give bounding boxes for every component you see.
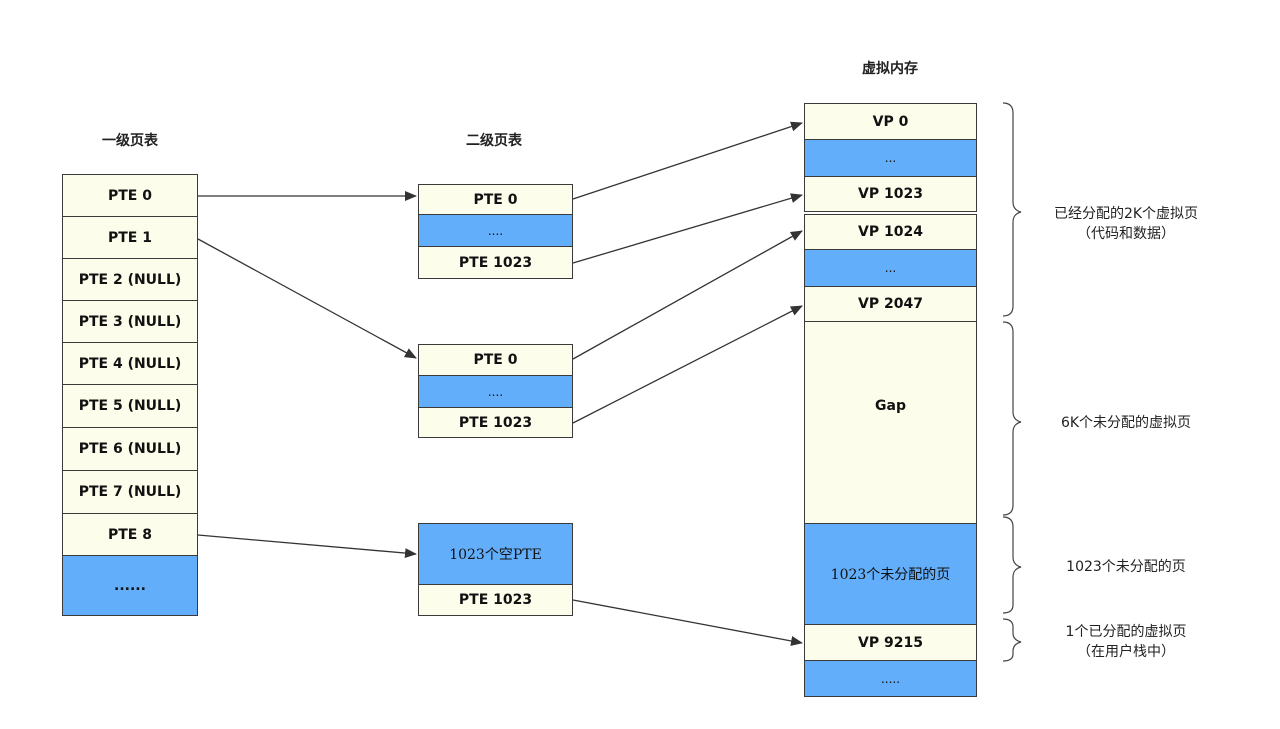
level1-entry: PTE 8 (62, 514, 198, 556)
label-allocated-2k: 已经分配的2K个虚拟页 （代码和数据） (1036, 204, 1216, 244)
vmem-page: VP 2047 (804, 287, 977, 322)
vmem-page: VP 0 (804, 103, 977, 140)
level1-entry: PTE 0 (62, 174, 198, 217)
label-unallocated-6k: 6K个未分配的虚拟页 (1060, 415, 1192, 431)
arrow-b1023-to-vp2047 (572, 305, 803, 424)
label-allocated-2k-line2: （代码和数据） (1077, 226, 1175, 242)
level2-entry: PTE 1023 (418, 585, 573, 616)
arrow-b0-to-vp1024 (572, 230, 803, 360)
vmem-title: 虚拟内存 (862, 61, 918, 77)
arrow-pte1-to-table-b (197, 238, 417, 359)
level2-entry: PTE 0 (418, 344, 573, 376)
level1-title: 一级页表 (102, 133, 158, 149)
label-allocated-1: 1个已分配的虚拟页 （在用户栈中） (1036, 622, 1216, 662)
arrow-a1023-to-vp1023 (572, 193, 803, 264)
label-allocated-2k-line1: 已经分配的2K个虚拟页 (1053, 206, 1199, 222)
level1-entry: PTE 4 (NULL) (62, 343, 198, 385)
vmem-page: VP 1023 (804, 177, 977, 212)
level2-entry: PTE 1023 (418, 247, 573, 279)
arrow-pte8-to-table-c (197, 534, 417, 559)
brace-allocated-1 (1002, 618, 1022, 662)
level1-entry: ...... (62, 556, 198, 616)
label-allocated-1-line2: （在用户栈中） (1077, 644, 1175, 660)
vmem-page: ..... (804, 661, 977, 697)
label-unallocated-1023: 1023个未分配的页 (1066, 559, 1186, 575)
vmem-page: ... (804, 140, 977, 177)
level2-entry: 1023个空PTE (418, 523, 573, 585)
brace-unallocated-6k (1002, 321, 1022, 516)
level2-entry: PTE 0 (418, 184, 573, 215)
level2-title: 二级页表 (466, 133, 522, 149)
arrow-c1023-to-vp9215 (572, 599, 803, 646)
vmem-gap: Gap (804, 322, 977, 524)
level2-entry: .... (418, 376, 573, 408)
vmem-page: VP 9215 (804, 625, 977, 661)
level1-entry: PTE 5 (NULL) (62, 385, 198, 428)
brace-unallocated-1023 (1002, 516, 1022, 614)
level1-entry: PTE 1 (62, 217, 198, 259)
level1-entry: PTE 6 (NULL) (62, 428, 198, 471)
level1-entry: PTE 3 (NULL) (62, 301, 198, 343)
label-allocated-1-line1: 1个已分配的虚拟页 (1065, 624, 1187, 640)
level2-entry: PTE 1023 (418, 408, 573, 438)
vmem-page: VP 1024 (804, 214, 977, 250)
level1-entry: PTE 2 (NULL) (62, 259, 198, 301)
level2-entry: .... (418, 215, 573, 247)
arrow-a0-to-vp0 (572, 121, 803, 200)
vmem-page: ... (804, 250, 977, 287)
brace-allocated-2k (1002, 102, 1022, 317)
level1-entry: PTE 7 (NULL) (62, 471, 198, 514)
vmem-unallocated: 1023个未分配的页 (804, 524, 977, 625)
